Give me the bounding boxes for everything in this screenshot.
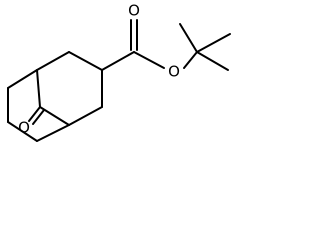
ring-bond-c2-c3 xyxy=(68,51,103,71)
ring-bond-c1-c6 xyxy=(36,69,41,108)
ring-bond-c4-c5 xyxy=(68,106,103,126)
ring-bond-c9-c5 xyxy=(36,124,70,142)
ring-bond-c8-c9 xyxy=(7,121,38,142)
carboxyl-link-bond xyxy=(101,51,135,71)
tbutyl-methyl-3 xyxy=(196,51,229,71)
tbutyl-methyl-1 xyxy=(196,33,231,53)
tbutyl-o-c-bond xyxy=(183,51,198,69)
ketone-double-bond-b xyxy=(32,109,45,125)
tbutyl-methyl-2 xyxy=(179,23,198,53)
ketone-oxygen-label: O xyxy=(18,119,30,137)
ring-bond-c1-c7 xyxy=(7,69,38,89)
ester-single-bond xyxy=(133,51,165,69)
carbonyl-oxygen-label: O xyxy=(128,2,140,20)
ketone-double-bond-a xyxy=(28,106,41,122)
ring-bond-c1-c2 xyxy=(36,51,70,71)
structure-canvas: O O O xyxy=(0,0,250,152)
chemical-structure: O O O xyxy=(7,2,231,142)
ester-oxygen-label: O xyxy=(168,63,180,81)
